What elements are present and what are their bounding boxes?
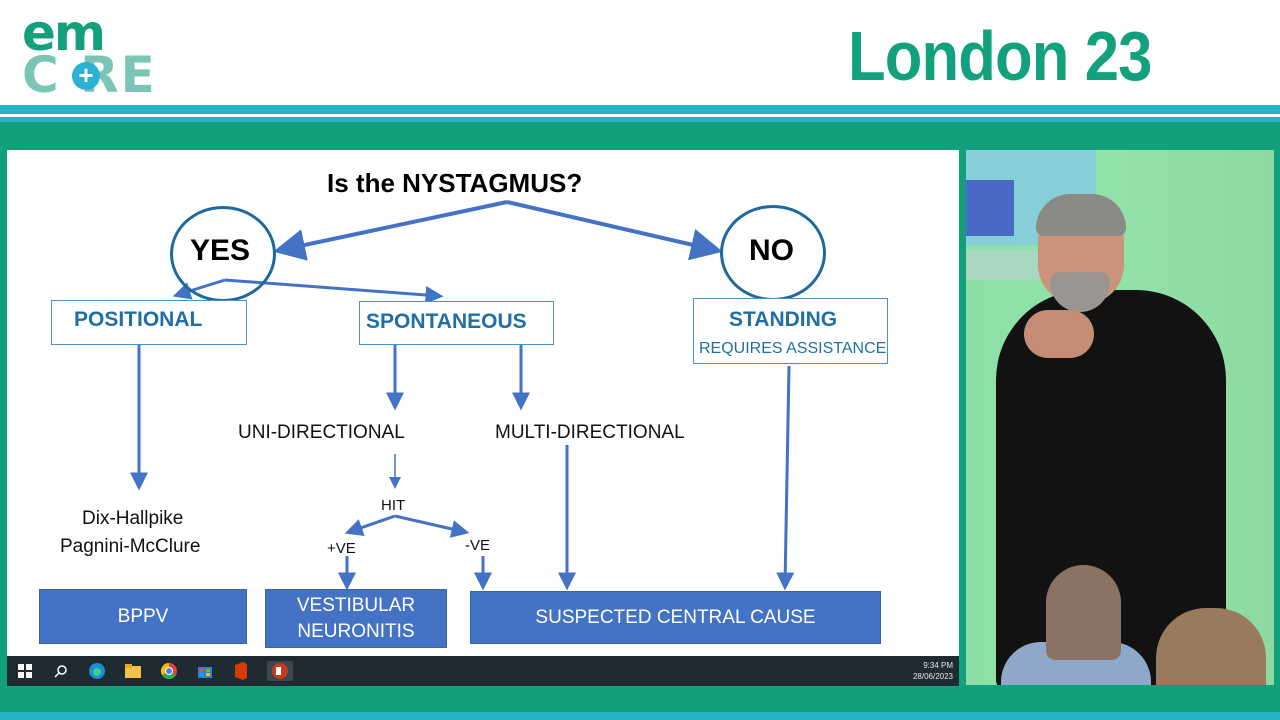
logo-plus-icon: + — [72, 62, 100, 90]
arrow-hit-to-plus — [344, 514, 396, 537]
minus-ve-label: -VE — [465, 537, 491, 554]
yes-label: YES — [190, 234, 251, 267]
speaker-camera-feed — [966, 150, 1274, 685]
central-cause-box: SUSPECTED CENTRAL CAUSE — [470, 591, 881, 644]
folder-icon[interactable] — [123, 661, 143, 681]
dix-hallpike-label: Dix-Hallpike — [82, 508, 184, 529]
office-icon[interactable] — [231, 661, 251, 681]
standing-label: STANDING — [729, 308, 838, 331]
event-title: London 23 — [848, 17, 1152, 95]
edge-icon[interactable] — [87, 661, 107, 681]
arrow-question-to-yes — [273, 200, 508, 261]
camera-background-shelf — [966, 250, 1046, 280]
standing-sublabel: REQUIRES ASSISTANCE — [699, 340, 887, 357]
slide: Is the NYSTAGMUS? YES NO POSITIONAL SPON… — [7, 150, 959, 656]
vestibular-neuronitis-box: VESTIBULAR NEURONITIS — [265, 589, 447, 648]
bottom-stripe — [0, 712, 1280, 720]
audience-head-right — [1156, 608, 1266, 685]
speaker-hand — [1024, 310, 1094, 358]
bppv-label: BPPV — [117, 605, 169, 627]
plus-ve-label: +VE — [327, 540, 356, 557]
hit-label: HIT — [381, 497, 406, 514]
multi-directional-label: MULTI-DIRECTIONAL — [495, 422, 685, 443]
question-title: Is the NYSTAGMUS? — [327, 168, 583, 198]
pagnini-label: Pagnini-McClure — [60, 536, 201, 557]
central-cause-label: SUSPECTED CENTRAL CAUSE — [535, 606, 816, 628]
windows-icon[interactable] — [15, 661, 35, 681]
windows-taskbar: 9:34 PM 28/06/2023 — [7, 656, 959, 686]
arrow-question-to-no — [506, 200, 723, 261]
header: em C RE + London 23 — [0, 0, 1280, 104]
vestibular-label-line1: VESTIBULAR — [296, 594, 416, 616]
positional-box — [51, 300, 247, 345]
store-icon[interactable] — [195, 661, 215, 681]
chrome-icon[interactable] — [159, 661, 179, 681]
taskbar-time: 9:34 PM — [923, 661, 953, 670]
arrow-standing-to-central — [776, 365, 795, 591]
uni-directional-label: UNI-DIRECTIONAL — [238, 422, 405, 443]
emcore-logo: em C RE + — [22, 8, 192, 100]
camera-background-panel — [966, 180, 1014, 236]
taskbar-clock[interactable]: 9:34 PM 28/06/2023 — [913, 660, 953, 682]
powerpoint-icon[interactable] — [267, 661, 293, 681]
no-label: NO — [749, 234, 794, 267]
spontaneous-label: SPONTANEOUS — [366, 310, 527, 333]
bppv-box: BPPV — [39, 589, 247, 644]
arrow-hit-to-minus — [394, 514, 470, 538]
header-stripe — [0, 105, 1280, 114]
search-icon[interactable] — [51, 661, 71, 681]
logo-em-text: em — [22, 4, 106, 62]
audience-head — [1046, 565, 1121, 660]
standing-box — [693, 298, 888, 364]
spontaneous-box — [359, 301, 554, 345]
header-stripe-thin — [0, 117, 1280, 122]
positional-label: POSITIONAL — [74, 308, 203, 331]
taskbar-date: 28/06/2023 — [912, 672, 953, 681]
vestibular-label-line2: NEURONITIS — [297, 620, 415, 642]
speaker-hair — [1036, 194, 1126, 236]
